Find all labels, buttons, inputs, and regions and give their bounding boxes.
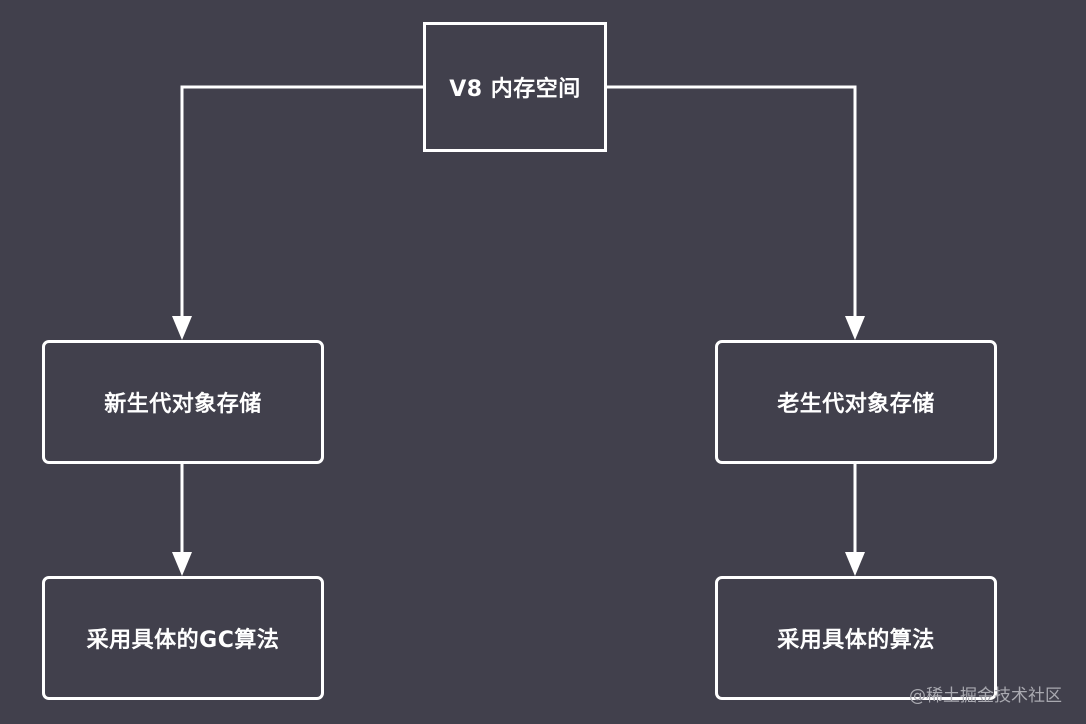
node-label: V8 内存空间 [449, 77, 581, 102]
edge-root-to-young [180, 85, 423, 318]
edge-root-to-old [607, 85, 857, 318]
node-label: 采用具体的算法 [777, 628, 935, 653]
node-young-gc-algorithm: 采用具体的GC算法 [42, 576, 324, 700]
node-old-generation: 老生代对象存储 [715, 340, 997, 464]
node-label: 新生代对象存储 [104, 392, 262, 417]
node-label: 老生代对象存储 [777, 392, 935, 417]
arrowhead-young-gc [172, 552, 192, 576]
watermark: @稀土掘金技术社区 [909, 686, 1062, 706]
node-young-generation: 新生代对象存储 [42, 340, 324, 464]
arrowhead-old [845, 316, 865, 340]
node-v8-memory-space: V8 内存空间 [423, 22, 607, 152]
node-old-gc-algorithm: 采用具体的算法 [715, 576, 997, 700]
node-label: 采用具体的GC算法 [86, 628, 280, 653]
arrowhead-old-gc [845, 552, 865, 576]
arrowhead-young [172, 316, 192, 340]
